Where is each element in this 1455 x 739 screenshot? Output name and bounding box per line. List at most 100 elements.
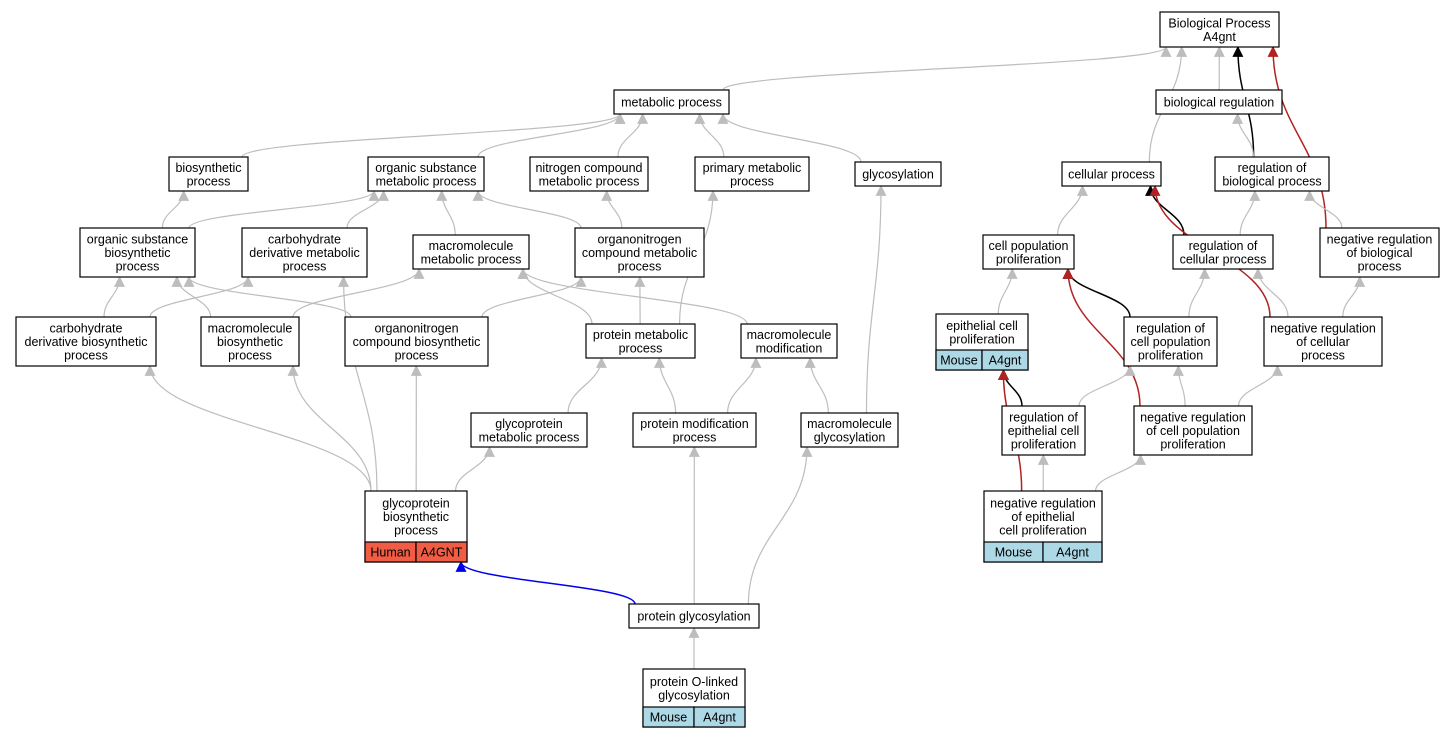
node-box [1263,316,1383,367]
node-box [1159,11,1280,48]
species-tag-cell [415,541,468,563]
node-protglyc[interactable]: protein glycosylation [628,603,760,629]
node-box [628,603,760,629]
node-box [470,412,588,448]
node-label-line: proliferation [1138,349,1203,363]
species-tag-label: A4gnt [989,354,1022,368]
node-box [632,412,757,448]
edge-glycoprotbio-to-macrobio [287,364,372,492]
node-label-line: proliferation [1160,438,1225,452]
edge-regcell-to-regbio [1239,189,1261,236]
node-label-line: compound metabolic [582,246,697,260]
node-box [1061,161,1162,187]
node-label-line: metabolic process [539,174,640,188]
edge-negregcellpop-to-regcellpop [1172,364,1186,407]
node-label-line: protein modification [640,417,748,431]
edge-nitromet-to-metabolic [617,112,649,158]
edge-organonitromet-to-nitromet [601,189,623,229]
edge-biosynth-to-metabolic [241,112,626,158]
node-bioreg[interactable]: biological regulation [1155,89,1283,115]
node-box [1133,405,1253,456]
node-label-line: regulation of [1009,411,1078,425]
node-label-line: process [618,260,662,274]
node-label-line: organonitrogen [597,233,681,247]
edge-macromod-to-macromet [517,267,748,325]
node-label-line: cell proliferation [999,524,1087,538]
node-label-line: organonitrogen [374,322,458,336]
node-box [367,156,485,192]
node-metabolic[interactable]: metabolic process [613,89,730,115]
node-label-line: process [187,174,231,188]
node-label-line: nitrogen compound [535,161,642,175]
node-label-line: process [673,430,717,444]
node-label-line: glycosylation [862,168,934,182]
node-box [1001,405,1086,456]
node-cellproc[interactable]: cellular process [1061,161,1162,187]
node-label-line: process [1358,260,1402,274]
edge-negregbio-to-bp [1267,45,1327,229]
edge-protglyc-to-glycoprotbio [455,560,636,605]
node-label-line: biosynthetic [383,510,449,524]
species-tag-label: A4gnt [1056,546,1089,560]
edge-glycoprotbio-to-carbderivmet [338,275,378,492]
edge-carbderivmet-to-orgsubmet [346,189,389,229]
edge-negregepi-to-negregcellpop [1094,453,1146,492]
edge-macromet-to-orgsubmet [436,189,456,236]
edge-glycoprotmet-to-protmet [567,356,607,414]
node-label-line: regulation of [1136,322,1205,336]
species-tag-cell [981,349,1029,371]
edge-macroglyc-to-glycosylation [865,184,887,414]
node-box [694,156,810,192]
node-label-line: biological process [1222,174,1321,188]
node-glycosylation[interactable]: glycosylation [854,161,942,187]
edge-negregcell-to-negregbio [1342,275,1366,318]
node-label-line: glycoprotein [495,417,562,431]
node-box [344,316,489,367]
node-box [241,227,368,278]
edge-regepi-to-regcellpop [1078,364,1136,407]
node-label-line: negative regulation [1140,411,1246,425]
node-box [1172,234,1274,270]
species-tag-label: Human [370,546,410,560]
edge-negregcellpop-to-cellpop [1062,267,1141,407]
node-label-line: biosynthetic [217,335,283,349]
node-label-line: Biological Process [1168,16,1270,30]
edge-epicellpop-to-cellpop [997,267,1018,315]
species-tag-cell [693,706,746,728]
node-label-line: process [730,174,774,188]
edge-orgsubbio-to-orgsubmet [188,189,380,229]
node-label-line: regulation of [1189,239,1258,253]
node-label-line: macromolecule [429,239,514,253]
node-label-line: carbohydrate [268,233,341,247]
species-tag-label: A4gnt [703,711,736,725]
